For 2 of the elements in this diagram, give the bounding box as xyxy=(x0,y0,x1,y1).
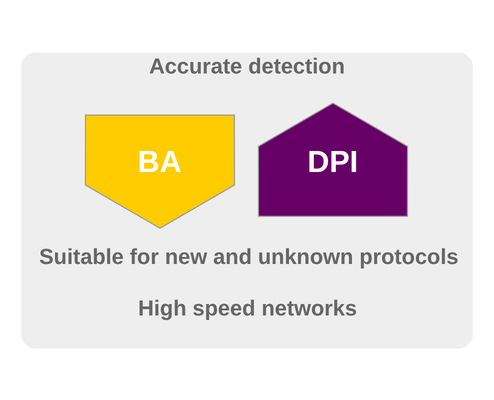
label: Suitable for new and unknown protocols xyxy=(39,244,458,269)
label: High speed networks xyxy=(138,294,357,320)
